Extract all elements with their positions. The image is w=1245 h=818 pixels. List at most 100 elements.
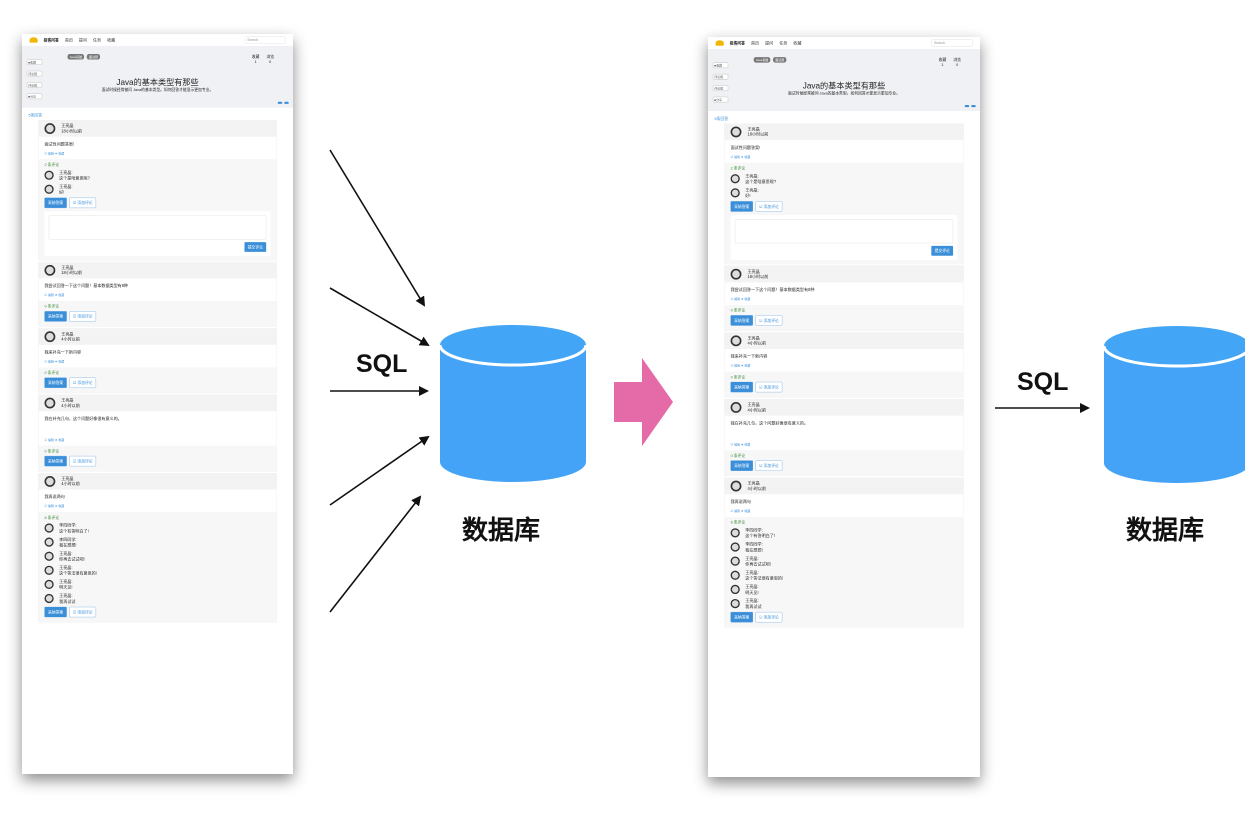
sidebar-item[interactable]: 评论框 [712, 73, 729, 80]
avatar [730, 335, 742, 347]
comment: 王亮晶:明天见! [44, 579, 270, 590]
avatar [730, 584, 740, 595]
submit-button[interactable]: 提交评论 [244, 242, 267, 252]
header-button[interactable] [284, 101, 289, 104]
nav-home[interactable]: 首页 [750, 40, 760, 46]
sidebar-item[interactable]: ■分享 [26, 93, 43, 100]
add-comment-button[interactable]: ☑ 添加评论 [69, 197, 97, 208]
adopt-button[interactable]: 采纳答案 [44, 377, 67, 388]
nav-fav[interactable]: 收藏 [107, 37, 116, 43]
query-arrow [329, 435, 430, 506]
avatar [730, 542, 740, 552]
tags: Java基础 面试题 [67, 54, 101, 60]
nav-ask[interactable]: 提问 [765, 40, 774, 46]
add-comment-button[interactable]: ☑ 添加评论 [755, 201, 783, 212]
nav-fav[interactable]: 收藏 [793, 40, 802, 46]
edit-links[interactable]: ☑ 编辑 ★ 收藏 [44, 151, 65, 156]
nav-task[interactable]: 任务 [93, 37, 102, 43]
add-comment-button[interactable]: ☑ 添加评论 [69, 311, 97, 322]
edit-links[interactable]: ☑ 编辑 ★ 收藏 [44, 504, 65, 508]
adopt-button[interactable]: 采纳答案 [730, 315, 753, 326]
edit-links[interactable]: ☑ 编辑 ★ 收藏 [730, 297, 751, 301]
header-button[interactable] [971, 105, 976, 108]
edit-links[interactable]: ☑ 编辑 ★ 收藏 [730, 155, 751, 159]
avatar [730, 174, 740, 184]
edit-links[interactable]: ☑ 编辑 ★ 收藏 [44, 438, 65, 442]
edit-links[interactable]: ☑ 编辑 ★ 收藏 [44, 360, 65, 364]
adopt-button[interactable]: 采纳答案 [730, 381, 753, 393]
header-button[interactable] [964, 105, 970, 108]
sidebar: ■收藏 评论框 评论框 ■分享 [712, 62, 729, 103]
adopt-button[interactable]: 采纳答案 [44, 606, 67, 618]
brand: 极客问答 [729, 40, 745, 46]
edit-links[interactable]: ☑ 编辑 ★ 收藏 [730, 364, 751, 368]
screenshot-right: 极客问答 首页 提问 任务 收藏 Search ■收藏 评论框 评论框 ■分享 … [708, 37, 980, 777]
add-comment-button[interactable]: ☑ 添加评论 [69, 606, 97, 618]
comment: 王亮晶:这个是啥意思呢? [44, 170, 270, 181]
submit-button[interactable]: 提交评论 [931, 245, 954, 256]
tag[interactable]: 面试题 [773, 57, 787, 63]
logo-icon [715, 40, 724, 46]
avatar [44, 579, 54, 590]
adopt-button[interactable]: 采纳答案 [730, 201, 753, 212]
comment-textarea[interactable] [48, 215, 267, 240]
tag[interactable]: 面试题 [86, 54, 101, 60]
adopt-button[interactable]: 采纳答案 [730, 460, 753, 471]
avatar [730, 570, 740, 580]
sidebar-item[interactable]: ■分享 [712, 96, 729, 103]
avatar [44, 264, 56, 276]
reply-box: 提交评论 [730, 214, 958, 261]
transition-arrow [614, 358, 673, 446]
tag[interactable]: Java基础 [753, 57, 771, 63]
add-comment-button[interactable]: ☑ 添加评论 [755, 612, 783, 623]
answer-body: 我尝试回答一下这个问题！基本数据类型有8种 [730, 287, 815, 293]
avatar [44, 593, 54, 604]
add-comment-button[interactable]: ☑ 添加评论 [755, 315, 783, 326]
database-label: 数据库 [462, 515, 541, 545]
answer-body: 面试性问题答案! [44, 141, 75, 147]
database-label: 数据库 [1126, 515, 1205, 545]
avatar [730, 598, 740, 609]
adopt-button[interactable]: 采纳答案 [730, 612, 753, 623]
nav-task[interactable]: 任务 [779, 40, 788, 46]
edit-links[interactable]: ☑ 编辑 ★ 收藏 [730, 509, 751, 513]
mini-nav: 极客问答 首页 提问 任务 收藏 Search [22, 34, 293, 46]
avatar [730, 126, 742, 138]
sidebar-item[interactable]: 评论框 [26, 70, 43, 77]
search-input[interactable]: Search [244, 36, 286, 44]
comment-textarea[interactable] [734, 219, 954, 244]
nav-home[interactable]: 首页 [64, 37, 73, 43]
adopt-button[interactable]: 采纳答案 [44, 455, 67, 467]
add-comment-button[interactable]: ☑ 添加评论 [69, 455, 97, 467]
sidebar-item[interactable]: ■收藏 [712, 62, 729, 69]
tag[interactable]: Java基础 [67, 54, 85, 60]
edit-links[interactable]: ☑ 编辑 ★ 收藏 [730, 442, 751, 447]
add-comment-button[interactable]: ☑ 添加评论 [755, 460, 783, 471]
sidebar-item[interactable]: 评论框 [712, 85, 729, 91]
add-comment-button[interactable]: ☑ 添加评论 [755, 381, 783, 393]
sidebar-item[interactable]: 评论框 [26, 82, 43, 88]
mini-nav: 极客问答 首页 提问 任务 收藏 Search [708, 37, 980, 49]
comment: 李四同学:这个有答明白了! [730, 527, 958, 538]
search-input[interactable]: Search [931, 39, 973, 47]
adopt-button[interactable]: 采纳答案 [44, 197, 67, 208]
header-buttons [277, 101, 289, 104]
edit-links[interactable]: ☑ 编辑 ★ 收藏 [44, 293, 65, 297]
header-button[interactable] [277, 101, 283, 104]
nav-ask[interactable]: 提问 [78, 37, 88, 43]
sidebar-item[interactable]: ■收藏 [26, 59, 43, 65]
sql-label: SQL [356, 350, 408, 378]
adopt-button[interactable]: 采纳答案 [44, 311, 67, 322]
question-title: Java的基本类型有那些 [802, 81, 886, 91]
time: 18小时以前 [747, 132, 769, 137]
add-comment-button[interactable]: ☑ 添加评论 [69, 377, 97, 388]
